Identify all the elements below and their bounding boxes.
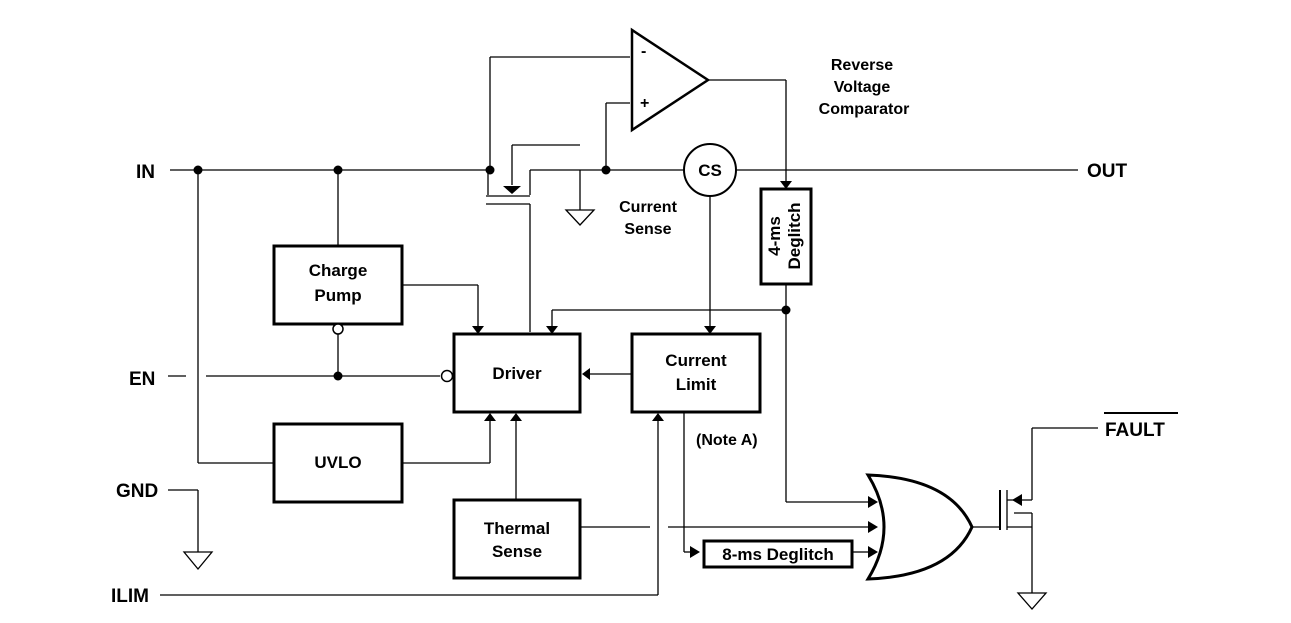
current-sense-label-1: Current [619,199,677,216]
charge-pump-label-2: Pump [314,286,361,305]
thermal-sense-block: Thermal Sense [452,498,582,580]
note-a-label: (Note A) [696,432,758,449]
charge-pump-block: Charge Pump [272,244,404,326]
junction-dots [193,165,791,381]
pin-labels: IN OUT EN GND ILIM FAULT [111,161,1178,607]
comparator-minus-label: - [641,43,646,60]
pin-ilim-label: ILIM [111,586,149,607]
reverse-voltage-comparator: - + [630,27,711,133]
comparator-plus-label: + [640,95,649,112]
driver-block: Driver [452,332,582,414]
deglitch-8ms-label: 8-ms Deglitch [722,545,833,564]
pin-en-label: EN [129,369,155,390]
uvlo-block: UVLO [272,422,404,504]
rvc-label-1: Reverse [831,57,893,74]
ground-symbols [182,209,1048,610]
pin-fault-label: FAULT [1105,420,1165,441]
pin-out-label: OUT [1087,161,1128,182]
rvc-label-2: Voltage [834,79,891,96]
pin-in-label: IN [136,162,155,183]
current-limit-label-2: Limit [676,375,717,394]
current-limit-block: Current Limit [630,332,762,414]
uvlo-label: UVLO [314,453,361,472]
current-sense-label-2: Sense [624,221,671,238]
deglitch-8ms-block: 8-ms Deglitch [702,539,854,569]
thermal-sense-label-1: Thermal [484,519,550,538]
charge-pump-label-1: Charge [309,261,368,280]
annotations: Reverse Voltage Comparator Current Sense… [619,57,909,449]
deglitch-4ms-label-2: Deglitch [785,202,804,269]
charge-pump-inverter-bubble [332,323,344,335]
deglitch-4ms-label-1: 4-ms [765,216,784,256]
driver-label: Driver [492,364,542,383]
thermal-sense-label-2: Sense [492,542,542,561]
wires [160,56,1098,596]
rvc-label-3: Comparator [819,101,910,118]
deglitch-4ms-block: 4-ms Deglitch [759,187,813,286]
cs-label: CS [698,161,722,180]
or-gate [865,473,974,581]
arrowheads [472,181,1022,558]
pin-gnd-label: GND [116,481,158,502]
en-inverter-bubble [440,369,454,383]
current-limit-label-1: Current [665,351,727,370]
current-sense-circle: CS [683,143,737,197]
